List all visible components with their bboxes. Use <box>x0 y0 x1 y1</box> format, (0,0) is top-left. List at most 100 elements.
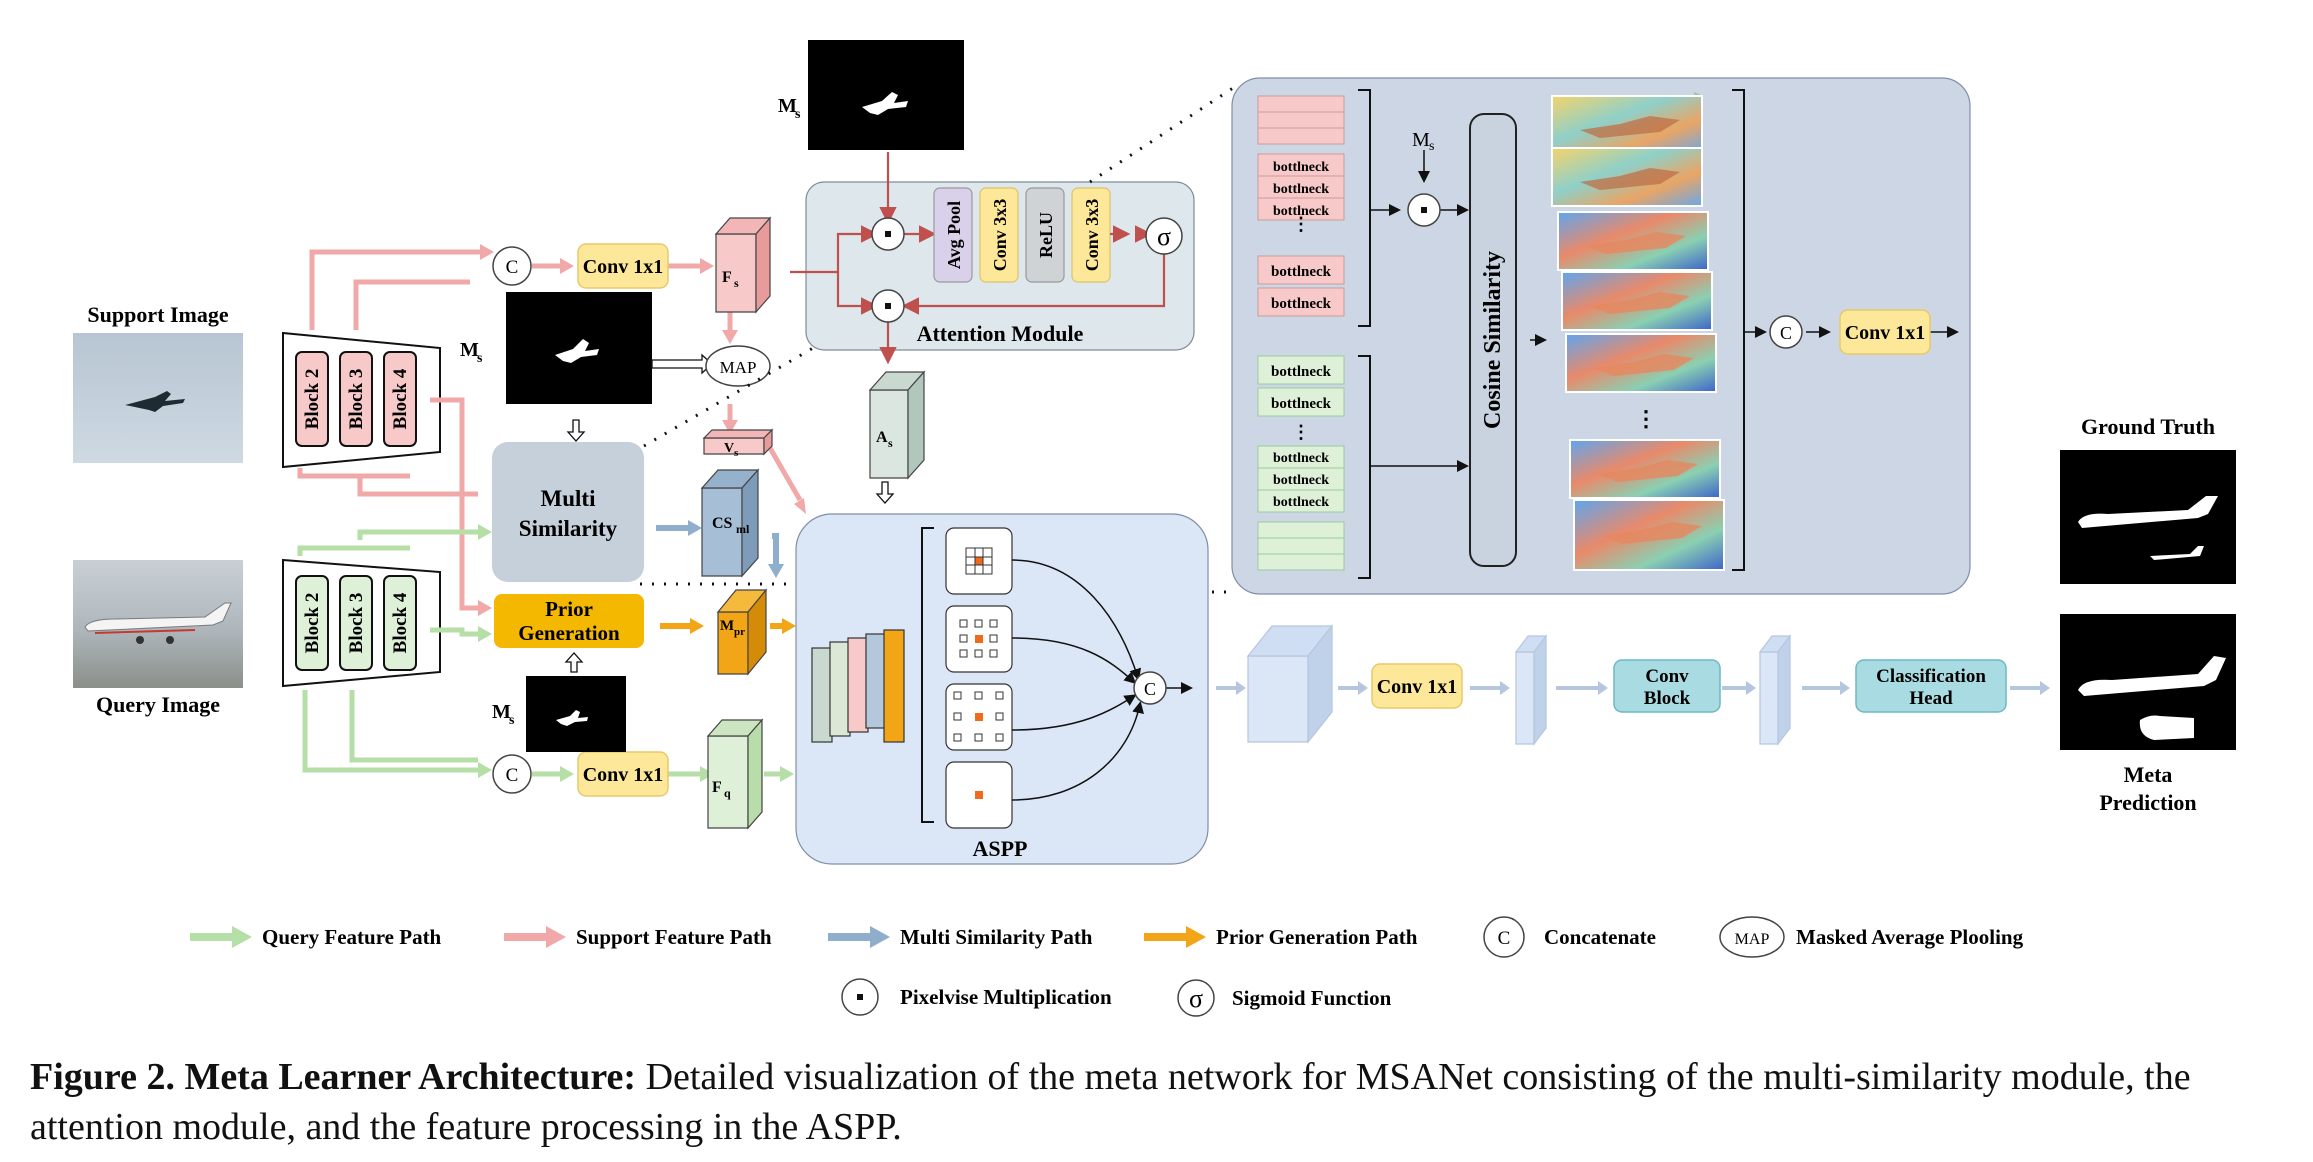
vs-label-sub: s <box>734 447 739 459</box>
support-arrowheads <box>478 244 806 616</box>
conv1x1-support-label: Conv 1x1 <box>583 256 664 278</box>
multi-similarity-line1: Multi <box>541 486 597 511</box>
meta-prediction-line2: Prediction <box>2099 790 2196 815</box>
support-mask-shape <box>555 339 599 363</box>
meta-learner-diagram: Support Image Query Image Block 2 Block … <box>73 40 2236 1017</box>
svg-text:bottlneck: bottlneck <box>1273 182 1329 197</box>
query-block-2 <box>295 575 329 671</box>
svg-text:bottlneck: bottlneck <box>1273 451 1329 466</box>
legend-query-path: Query Feature Path <box>190 925 442 949</box>
head-cube-2 <box>1514 634 1548 746</box>
attention-mask-shape <box>862 92 908 115</box>
conv-block <box>1613 659 1721 713</box>
as-label-sub: s <box>888 436 893 450</box>
avg-pool-box <box>933 187 973 283</box>
mpr-label-sub: pr <box>734 626 745 638</box>
conv1x1-cosine <box>1839 309 1931 355</box>
fq-label-sub: q <box>724 786 731 800</box>
query-block-2-label: Block 2 <box>302 593 323 654</box>
caption-label: Figure 2. Meta Learner Architecture: <box>30 1056 637 1098</box>
concat-support-label: C <box>506 257 519 278</box>
svg-text:Conv 3x3: Conv 3x3 <box>1082 199 1102 272</box>
attention-module-label: Attention Module <box>917 321 1084 346</box>
csml-label-sub: ml <box>736 522 750 536</box>
mask-label-1-sub: s <box>477 351 483 366</box>
support-image <box>73 333 243 463</box>
support-block-3-label: Block 3 <box>346 369 367 430</box>
cosine-mask-label: M <box>1412 129 1430 151</box>
query-block-3 <box>339 575 373 671</box>
mask-label-2: M <box>778 95 797 117</box>
mask-label-3: M <box>492 701 511 723</box>
concat-query-label: C <box>506 765 519 786</box>
fs-label-sub: s <box>734 276 739 290</box>
prior-mask-shape <box>556 710 588 726</box>
cosine-similarity-label: Cosine Similarity <box>1480 251 1506 429</box>
svg-text:Conv 3x3: Conv 3x3 <box>990 199 1010 272</box>
support-block-2-label: Block 2 <box>302 369 323 430</box>
support-block-3 <box>339 351 373 447</box>
svg-text:Avg Pool: Avg Pool <box>944 201 964 269</box>
meta-prediction-plane-2 <box>2139 715 2194 740</box>
svg-text:Classification: Classification <box>1876 666 1986 687</box>
legend: Query Feature Path Support Feature Path … <box>190 916 2024 1017</box>
mask-label-3-sub: s <box>509 713 515 728</box>
legend-support-path: Support Feature Path <box>504 925 772 949</box>
mask-label-1: M <box>460 339 479 361</box>
meta-prediction-line1: Meta <box>2124 762 2173 787</box>
svg-text:σ: σ <box>1189 984 1203 1013</box>
svg-text:bottlneck: bottlneck <box>1271 396 1332 412</box>
query-block-4 <box>383 575 417 671</box>
svg-text:⋮: ⋮ <box>1292 422 1310 442</box>
svg-text:Conv 1x1: Conv 1x1 <box>1377 676 1458 698</box>
legend-concatenate: C Concatenate <box>1483 916 1656 958</box>
similarity-heatmaps <box>1551 92 1725 571</box>
as-feature <box>868 370 926 480</box>
ms-prior-arrows <box>656 525 782 629</box>
svg-text:MAP: MAP <box>720 358 757 377</box>
figure-caption: Figure 2. Meta Learner Architecture: Det… <box>30 1052 2290 1152</box>
cosine-brackets <box>1358 89 1745 579</box>
map-op: MAP <box>705 345 771 387</box>
multi-similarity-box <box>492 442 644 582</box>
fs-label: F <box>722 269 732 286</box>
svg-text:σ: σ <box>1157 222 1171 251</box>
fq-label: F <box>712 779 722 796</box>
vs-label: V <box>724 441 734 456</box>
ground-truth-plane-1 <box>2078 496 2218 528</box>
conv3x3-box-1 <box>979 187 1019 283</box>
legend-pixel-mult: Pixelvise Multiplication <box>841 978 1112 1016</box>
prior-generation-line2: Generation <box>518 621 620 645</box>
fs-feature <box>714 216 772 314</box>
vs-feature <box>702 428 774 456</box>
legend-prior-generation-path: Prior Generation Path <box>1144 925 1418 949</box>
attention-arrows <box>790 152 1166 365</box>
svg-text:Block: Block <box>1644 688 1691 709</box>
svg-text:⋮: ⋮ <box>1635 406 1657 431</box>
concat-support <box>492 246 532 286</box>
svg-text:C: C <box>1498 928 1511 949</box>
zoom-dotted-lines <box>640 84 1237 594</box>
mpr-feature <box>716 588 768 676</box>
svg-text:Support Feature Path: Support Feature Path <box>576 925 772 949</box>
query-path-arrows <box>297 529 780 777</box>
support-block-4 <box>383 351 417 447</box>
svg-text:Multi Similarity Path: Multi Similarity Path <box>900 925 1093 949</box>
svg-text:Pixelvise Multiplication: Pixelvise Multiplication <box>900 985 1112 1009</box>
aspp-branch-1 <box>945 527 1013 595</box>
query-block-4-label: Block 4 <box>390 592 411 653</box>
svg-text:ReLU: ReLU <box>1036 212 1056 258</box>
aspp-branch-4 <box>945 761 1013 829</box>
cosine-arrows <box>1370 150 1959 472</box>
prior-generation-box <box>494 594 644 648</box>
svg-text:C: C <box>1780 323 1792 343</box>
svg-text:Prior Generation Path: Prior Generation Path <box>1216 925 1418 949</box>
svg-text:bottlneck: bottlneck <box>1273 473 1329 488</box>
aspp-branch-2 <box>945 605 1013 673</box>
mask-label-2-sub: s <box>795 107 801 122</box>
support-backbone: Block 2 Block 3 Block 4 <box>282 331 441 469</box>
support-block-4-label: Block 4 <box>390 368 411 429</box>
caption-text: Detailed visualization of the meta netwo… <box>30 1056 2191 1148</box>
aspp-branch-3 <box>945 683 1013 751</box>
mpr-label: M <box>720 618 734 634</box>
